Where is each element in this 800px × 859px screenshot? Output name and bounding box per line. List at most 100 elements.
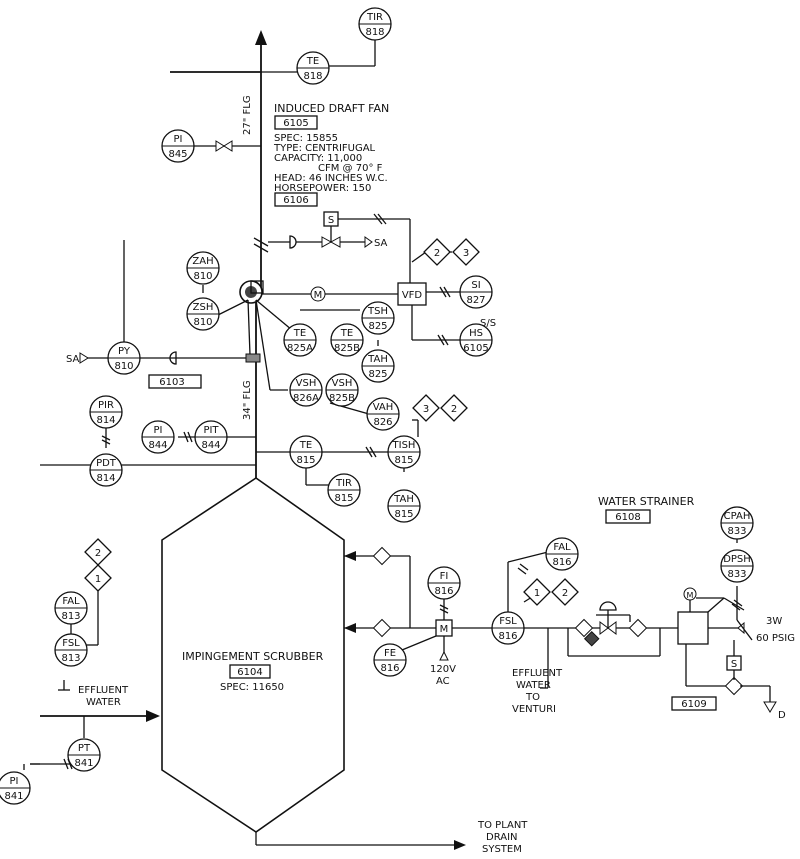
instrument-number: 6105 bbox=[463, 343, 488, 354]
diamond-d1_fsl: 1 bbox=[523, 578, 551, 606]
fan-capacity: CAPACITY: 11,000 bbox=[274, 153, 362, 164]
venturi-label: VENTURI bbox=[512, 704, 556, 715]
instrument-number: 826 bbox=[373, 417, 392, 428]
instrument-tag: SI bbox=[471, 280, 480, 291]
ss-label: S/S bbox=[480, 318, 496, 329]
strainer-motor: M bbox=[687, 591, 694, 600]
instrument-number: 810 bbox=[193, 271, 212, 282]
fan-description: INDUCED DRAFT FAN 6105 SPEC: 15855 TYPE:… bbox=[273, 102, 389, 207]
ac-label: AC bbox=[436, 676, 450, 687]
pi845-connection bbox=[193, 140, 261, 152]
fan-hp: HORSEPOWER: 150 bbox=[274, 183, 371, 194]
scrubber-tag: 6104 bbox=[237, 667, 262, 678]
instrument-tag: VSH bbox=[332, 378, 353, 389]
instrument-vah826: VAH 826 bbox=[366, 397, 400, 431]
instrument-number: 815 bbox=[394, 455, 413, 466]
instrument-tag: TE bbox=[293, 328, 306, 339]
instrument-number: 841 bbox=[4, 791, 23, 802]
instrument-number: 818 bbox=[303, 71, 322, 82]
drain-text-2: DRAIN bbox=[486, 832, 518, 843]
fan-head: HEAD: 46 INCHES W.C. bbox=[274, 173, 388, 184]
instrument-number: 833 bbox=[727, 569, 746, 580]
zsh-lines bbox=[202, 285, 251, 356]
instrument-tag: PI bbox=[174, 134, 183, 145]
instrument-bubbles: TIR818TE818PI845ZAH810ZSH810PY810TE825AT… bbox=[0, 7, 754, 805]
instrument-number: 815 bbox=[334, 493, 353, 504]
diamond-d2_mid: 2 bbox=[440, 394, 468, 422]
instrument-number: 825 bbox=[368, 321, 387, 332]
v120-label: 120V bbox=[430, 664, 456, 675]
instrument-tag: PT bbox=[78, 743, 91, 754]
instrument-number: 827 bbox=[466, 295, 485, 306]
instrument-tag: FSL bbox=[499, 616, 517, 627]
instrument-tag: PI bbox=[154, 425, 163, 436]
drain-d: D bbox=[778, 710, 786, 721]
diamond-label: 3 bbox=[423, 404, 429, 415]
impingement-scrubber: IMPINGEMENT SCRUBBER 6104 SPEC: 11650 bbox=[161, 477, 345, 833]
water-right: WATER bbox=[516, 680, 551, 691]
stack-duct bbox=[170, 30, 376, 478]
motor-m: M bbox=[314, 290, 323, 301]
instrument-number: 841 bbox=[74, 758, 93, 769]
fsl816-line: EFFLUENT WATER TO VENTURI bbox=[507, 551, 678, 715]
instrument-tag: PI bbox=[10, 776, 19, 787]
diamond-label: 1 bbox=[534, 588, 540, 599]
instrument-tag: TE bbox=[299, 440, 312, 451]
induced-draft-fan bbox=[239, 280, 264, 304]
sa-top-label: SA bbox=[374, 238, 388, 249]
instrument-tag: ZSH bbox=[193, 302, 214, 313]
instrument-tag: ZAH bbox=[192, 256, 213, 267]
vfd-box: VFD bbox=[402, 290, 423, 301]
strainer-tag: 6108 bbox=[615, 512, 640, 523]
instrument-tag: TSH bbox=[367, 306, 388, 317]
instrument-number: 816 bbox=[380, 663, 399, 674]
instrument-number: 815 bbox=[296, 455, 315, 466]
instrument-pt841: PT 841 bbox=[67, 738, 101, 772]
drain-text-1: TO PLANT bbox=[477, 820, 528, 831]
drain-line: TO PLANT DRAIN SYSTEM bbox=[255, 820, 528, 855]
instrument-number: 826A bbox=[293, 393, 319, 404]
to-right: TO bbox=[525, 692, 540, 703]
instrument-pi844: PI 844 bbox=[141, 420, 175, 454]
s-box-strainer: S bbox=[731, 659, 737, 670]
instrument-tag: VAH bbox=[373, 402, 394, 413]
instrument-te815: TE 815 bbox=[289, 435, 323, 469]
strainer-bottom-tag: 6109 bbox=[681, 699, 706, 710]
instrument-number: 844 bbox=[201, 440, 220, 451]
instrument-tag: TAH bbox=[367, 354, 388, 365]
instrument-tag: FAL bbox=[553, 542, 571, 553]
fan-spec: SPEC: 15855 bbox=[274, 133, 338, 144]
instrument-number: 845 bbox=[168, 149, 187, 160]
fan-cfm: CFM @ 70° F bbox=[318, 163, 383, 174]
instrument-number: 816 bbox=[552, 557, 571, 568]
flg34-label: 34" FLG bbox=[242, 380, 253, 420]
diamond-label: 3 bbox=[463, 248, 469, 259]
instrument-cpah833: CPAH 833 bbox=[720, 506, 754, 540]
instrument-zah810: ZAH 810 bbox=[186, 251, 220, 285]
instrument-tag: TE bbox=[340, 328, 353, 339]
water-strainer: WATER STRAINER 6108 M 3W 60 PSIG D S 610… bbox=[598, 495, 795, 721]
py-line: SA 6103 bbox=[66, 240, 261, 389]
instrument-si827: SI 827 bbox=[459, 275, 493, 309]
w3-label: 3W bbox=[766, 616, 782, 627]
instrument-tag: TIR bbox=[335, 478, 352, 489]
psig-label: 60 PSIG bbox=[756, 633, 795, 644]
instrument-number: 833 bbox=[727, 526, 746, 537]
instrument-number: 844 bbox=[148, 440, 167, 451]
scrubber-spec: SPEC: 11650 bbox=[220, 682, 284, 693]
instrument-tag: PDT bbox=[96, 458, 117, 469]
drain-text-3: SYSTEM bbox=[482, 844, 522, 855]
instrument-tag: CPAH bbox=[724, 511, 751, 522]
scrubber-title: IMPINGEMENT SCRUBBER bbox=[182, 650, 324, 663]
